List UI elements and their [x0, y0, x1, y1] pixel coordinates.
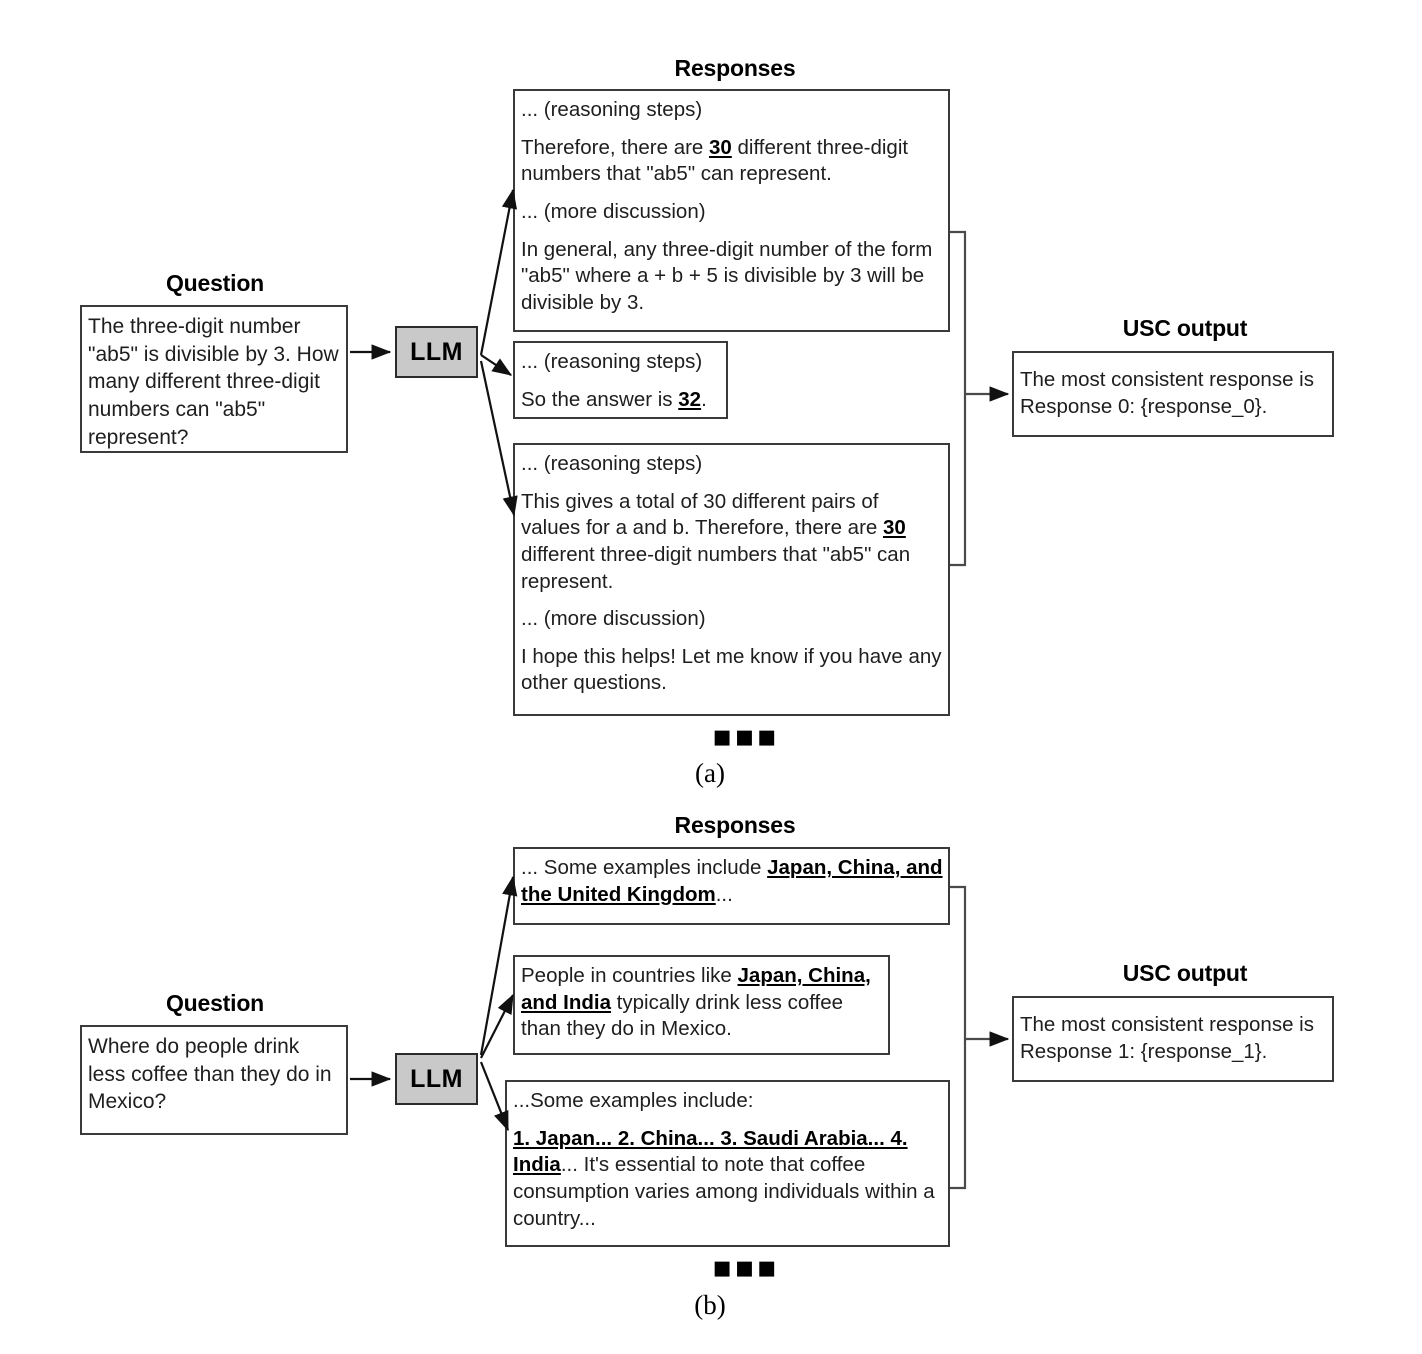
responses-title-a: Responses [674, 55, 796, 81]
usc-output-text-a: The most consistent response is Response… [1020, 368, 1314, 418]
highlighted-answer: 32 [678, 387, 702, 411]
highlighted-answer: Japan, China, and the United Kingdom [521, 856, 943, 906]
highlighted-answer: 30 [709, 135, 732, 159]
response-paragraph: In general, any three-digit number of th… [521, 237, 933, 314]
highlighted-answer: Japan, China, and India [521, 964, 871, 1014]
question-box-a: The three-digit number "ab5" is divisibl… [80, 305, 348, 453]
subfigure-caption-a: (a) [695, 758, 725, 788]
subfigure-caption-b: (b) [694, 1290, 726, 1320]
response-box-2-a: ... (reasoning steps) This gives a total … [513, 443, 950, 716]
question-title-b: Question [165, 990, 265, 1016]
usc-output-box-b: The most consistent response is Response… [1012, 996, 1334, 1082]
response-paragraph: So the answer is 32. [521, 387, 707, 411]
subfigure-a: Question The three-digit number "ab5" is… [80, 55, 1334, 788]
question-text-b: Where do people drink less coffee than t… [88, 1035, 332, 1114]
response-box-1-b: People in countries like Japan, China, a… [513, 955, 890, 1055]
subfigure-b: Question Where do people drink less coff… [0, 800, 1422, 1354]
response-paragraph: ... (more discussion) [521, 199, 706, 223]
response-paragraph: I hope this helps! Let me know if you ha… [521, 644, 942, 695]
usc-output-box-a: The most consistent response is Response… [1012, 351, 1334, 437]
response-paragraph: ... (reasoning steps) [521, 350, 703, 373]
response-paragraph: This gives a total of 30 different pairs… [521, 489, 911, 593]
responses-ellipsis-b: ▪▪▪ [712, 1250, 779, 1285]
llm-block-a[interactable]: LLM [395, 326, 478, 378]
question-title-a: Question [165, 270, 265, 296]
response-paragraph: ... (reasoning steps) [521, 452, 703, 475]
response-box-0-a: ... (reasoning steps) Therefore, there ar… [513, 89, 950, 332]
responses-title-b: Responses [674, 812, 796, 838]
llm-block-b[interactable]: LLM [395, 1053, 478, 1105]
usc-output-text-b: The most consistent response is Response… [1020, 1013, 1314, 1063]
response-paragraph: 1. Japan... 2. China... 3. Saudi Arabia.… [513, 1126, 935, 1230]
llm-label-b: LLM [410, 1064, 463, 1093]
responses-ellipsis-a: ▪▪▪ [712, 719, 779, 754]
response-box-2-b: ...Some examples include: 1. Japan... 2. … [505, 1080, 950, 1247]
highlighted-answer: 1. Japan... 2. China... 3. Saudi Arabia.… [513, 1126, 908, 1177]
highlighted-answer: 30 [883, 516, 906, 540]
response-paragraph: ...Some examples include: [513, 1089, 754, 1112]
response-box-1-a: ... (reasoning steps) So the answer is 32… [513, 341, 728, 419]
response-paragraph: ... (reasoning steps) [521, 98, 703, 121]
response-paragraph: People in countries like Japan, China, a… [521, 964, 871, 1041]
response-paragraph: ... Some examples include Japan, China, … [521, 856, 943, 906]
response-paragraph: Therefore, there are 30 different three-… [521, 135, 909, 186]
response-box-0-b: ... Some examples include Japan, China, … [513, 847, 950, 925]
llm-label-a: LLM [410, 337, 463, 366]
usc-output-title-b: USC output [1122, 960, 1248, 986]
response-paragraph: ... (more discussion) [521, 607, 706, 631]
question-box-b: Where do people drink less coffee than t… [80, 1025, 348, 1135]
usc-output-title-a: USC output [1122, 315, 1248, 341]
question-text-a: The three-digit number "ab5" is divisibl… [88, 315, 339, 449]
